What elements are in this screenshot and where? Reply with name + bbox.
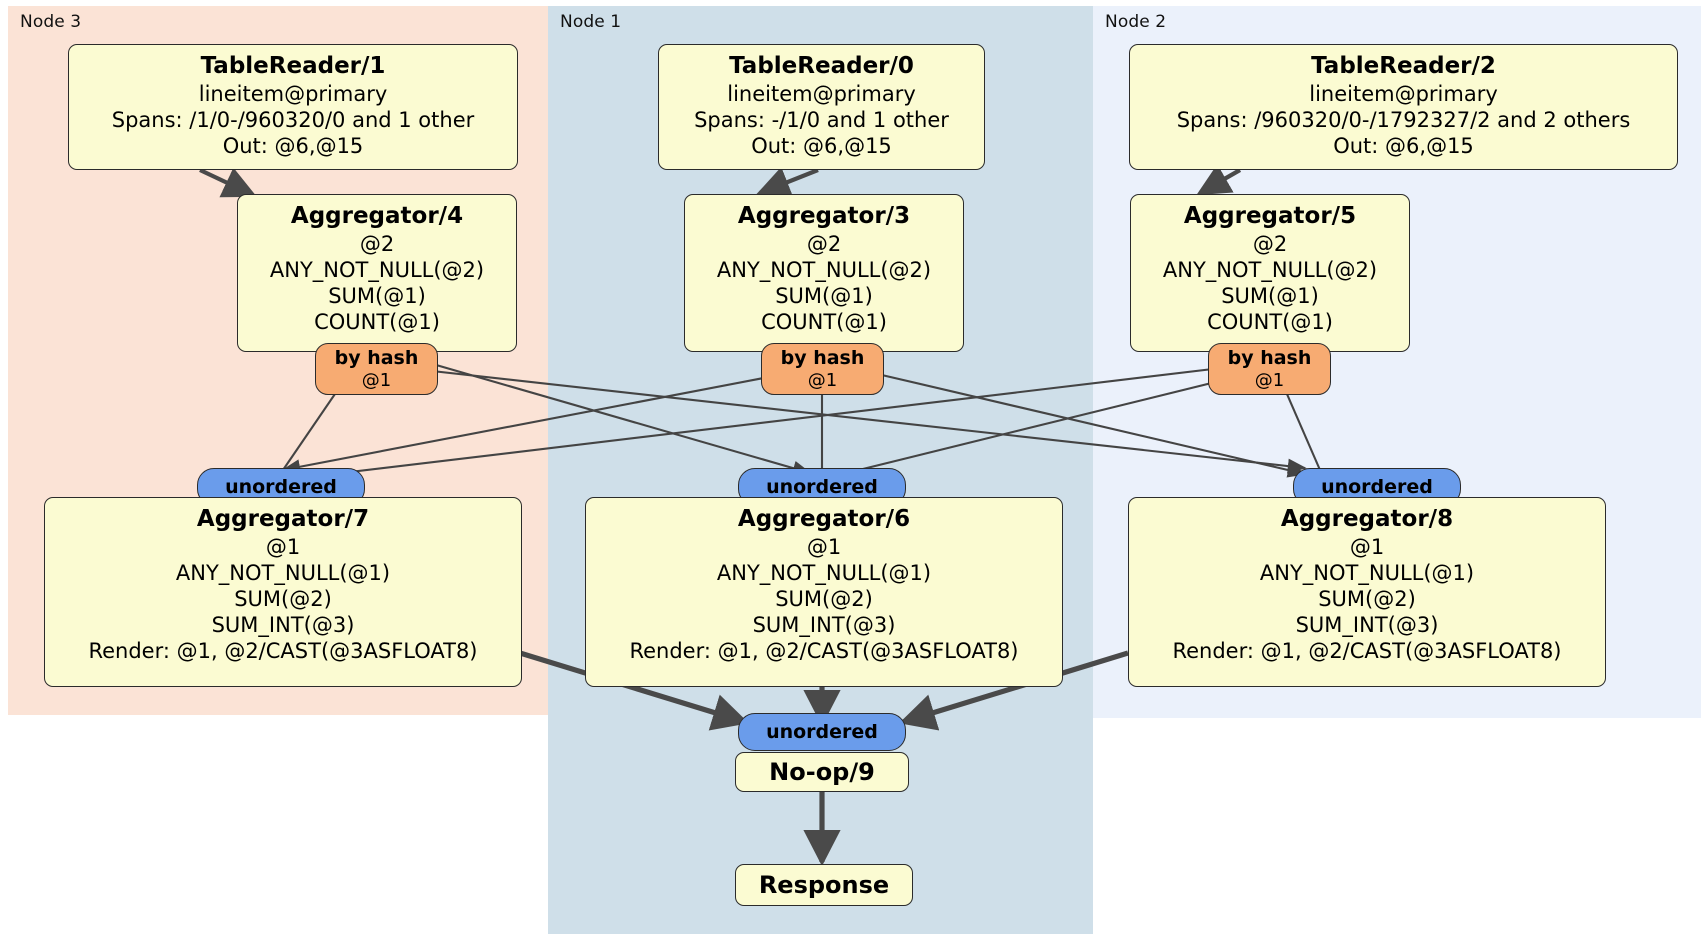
processor-table-reader-2[interactable]: TableReader/2 lineitem@primary Spans: /9…: [1129, 44, 1678, 170]
processor-title: Aggregator/8: [1280, 506, 1454, 532]
panel-node-1-label: Node 1: [560, 12, 622, 32]
badge-label: unordered: [225, 475, 337, 498]
processor-line: SUM(@2): [1318, 587, 1416, 611]
processor-table-reader-1[interactable]: TableReader/1 lineitem@primary Spans: /1…: [68, 44, 518, 170]
processor-line: Spans: /1/0-/960320/0 and 1 other: [111, 108, 475, 132]
processor-table-reader-0[interactable]: TableReader/0 lineitem@primary Spans: -/…: [658, 44, 985, 170]
badge-sublabel: @1: [807, 370, 838, 391]
processor-no-op-9[interactable]: No-op/9: [735, 752, 909, 792]
processor-line: @2: [1252, 232, 1288, 256]
processor-line: Out: @6,@15: [222, 134, 364, 158]
badge-sublabel: @1: [361, 370, 392, 391]
processor-aggregator-4[interactable]: Aggregator/4 @2 ANY_NOT_NULL(@2) SUM(@1)…: [237, 194, 517, 352]
processor-line: SUM(@1): [328, 284, 426, 308]
processor-line: ANY_NOT_NULL(@1): [1259, 561, 1475, 585]
badge-label: unordered: [766, 475, 878, 498]
processor-line: ANY_NOT_NULL(@1): [175, 561, 391, 585]
processor-line: SUM_INT(@3): [1295, 613, 1439, 637]
processor-line: @2: [806, 232, 842, 256]
processor-aggregator-7[interactable]: Aggregator/7 @1 ANY_NOT_NULL(@1) SUM(@2)…: [44, 497, 522, 687]
processor-line: lineitem@primary: [727, 82, 916, 106]
processor-line: ANY_NOT_NULL(@2): [269, 258, 485, 282]
processor-line: COUNT(@1): [761, 310, 887, 334]
processor-line: @1: [265, 535, 301, 559]
processor-aggregator-8[interactable]: Aggregator/8 @1 ANY_NOT_NULL(@1) SUM(@2)…: [1128, 497, 1606, 687]
processor-line: ANY_NOT_NULL(@1): [716, 561, 932, 585]
processor-line: Out: @6,@15: [751, 134, 892, 158]
processor-line: Out: @6,@15: [1333, 134, 1474, 158]
processor-line: SUM(@1): [1221, 284, 1319, 308]
processor-line: ANY_NOT_NULL(@2): [1162, 258, 1378, 282]
processor-line: Render: @1, @2/CAST(@3ASFLOAT8): [629, 639, 1019, 663]
processor-title: TableReader/1: [200, 53, 386, 79]
processor-title: Aggregator/3: [737, 203, 911, 229]
badge-label: unordered: [766, 720, 878, 743]
badge-label: by hash: [334, 347, 419, 369]
badge-label: unordered: [1321, 475, 1433, 498]
processor-line: COUNT(@1): [314, 310, 440, 334]
processor-line: lineitem@primary: [198, 82, 388, 106]
processor-line: @1: [806, 535, 842, 559]
badge-label: by hash: [1227, 347, 1312, 369]
processor-title: TableReader/0: [729, 53, 914, 79]
processor-line: SUM(@1): [775, 284, 873, 308]
processor-line: COUNT(@1): [1207, 310, 1333, 334]
badge-sublabel: @1: [1254, 370, 1285, 391]
processor-title: TableReader/2: [1311, 53, 1496, 79]
processor-title: Response: [758, 871, 890, 899]
badge-unordered-final[interactable]: unordered: [738, 713, 906, 751]
processor-line: SUM(@2): [775, 587, 873, 611]
processor-line: SUM_INT(@3): [752, 613, 896, 637]
processor-title: Aggregator/7: [196, 506, 370, 532]
processor-title: Aggregator/6: [737, 506, 911, 532]
badge-label: by hash: [780, 347, 865, 369]
processor-response[interactable]: Response: [735, 864, 913, 906]
badge-by-hash-left[interactable]: by hash @1: [315, 343, 438, 395]
processor-title: Aggregator/5: [1183, 203, 1357, 229]
processor-line: Render: @1, @2/CAST(@3ASFLOAT8): [88, 639, 478, 663]
processor-line: lineitem@primary: [1309, 82, 1498, 106]
processor-line: Spans: /960320/0-/1792327/2 and 2 others: [1176, 108, 1631, 132]
processor-line: @2: [359, 232, 395, 256]
processor-line: SUM_INT(@3): [211, 613, 355, 637]
panel-node-3-label: Node 3: [20, 12, 82, 32]
processor-title: No-op/9: [769, 758, 875, 786]
badge-by-hash-right[interactable]: by hash @1: [1208, 343, 1331, 395]
panel-node-2-label: Node 2: [1105, 12, 1167, 32]
processor-line: Render: @1, @2/CAST(@3ASFLOAT8): [1172, 639, 1562, 663]
processor-aggregator-5[interactable]: Aggregator/5 @2 ANY_NOT_NULL(@2) SUM(@1)…: [1130, 194, 1410, 352]
processor-line: ANY_NOT_NULL(@2): [716, 258, 932, 282]
processor-line: SUM(@2): [234, 587, 332, 611]
processor-line: @1: [1349, 535, 1385, 559]
badge-by-hash-middle[interactable]: by hash @1: [761, 343, 884, 395]
processor-aggregator-3[interactable]: Aggregator/3 @2 ANY_NOT_NULL(@2) SUM(@1)…: [684, 194, 964, 352]
processor-title: Aggregator/4: [290, 203, 464, 229]
processor-aggregator-6[interactable]: Aggregator/6 @1 ANY_NOT_NULL(@1) SUM(@2)…: [585, 497, 1063, 687]
processor-line: Spans: -/1/0 and 1 other: [694, 108, 949, 132]
